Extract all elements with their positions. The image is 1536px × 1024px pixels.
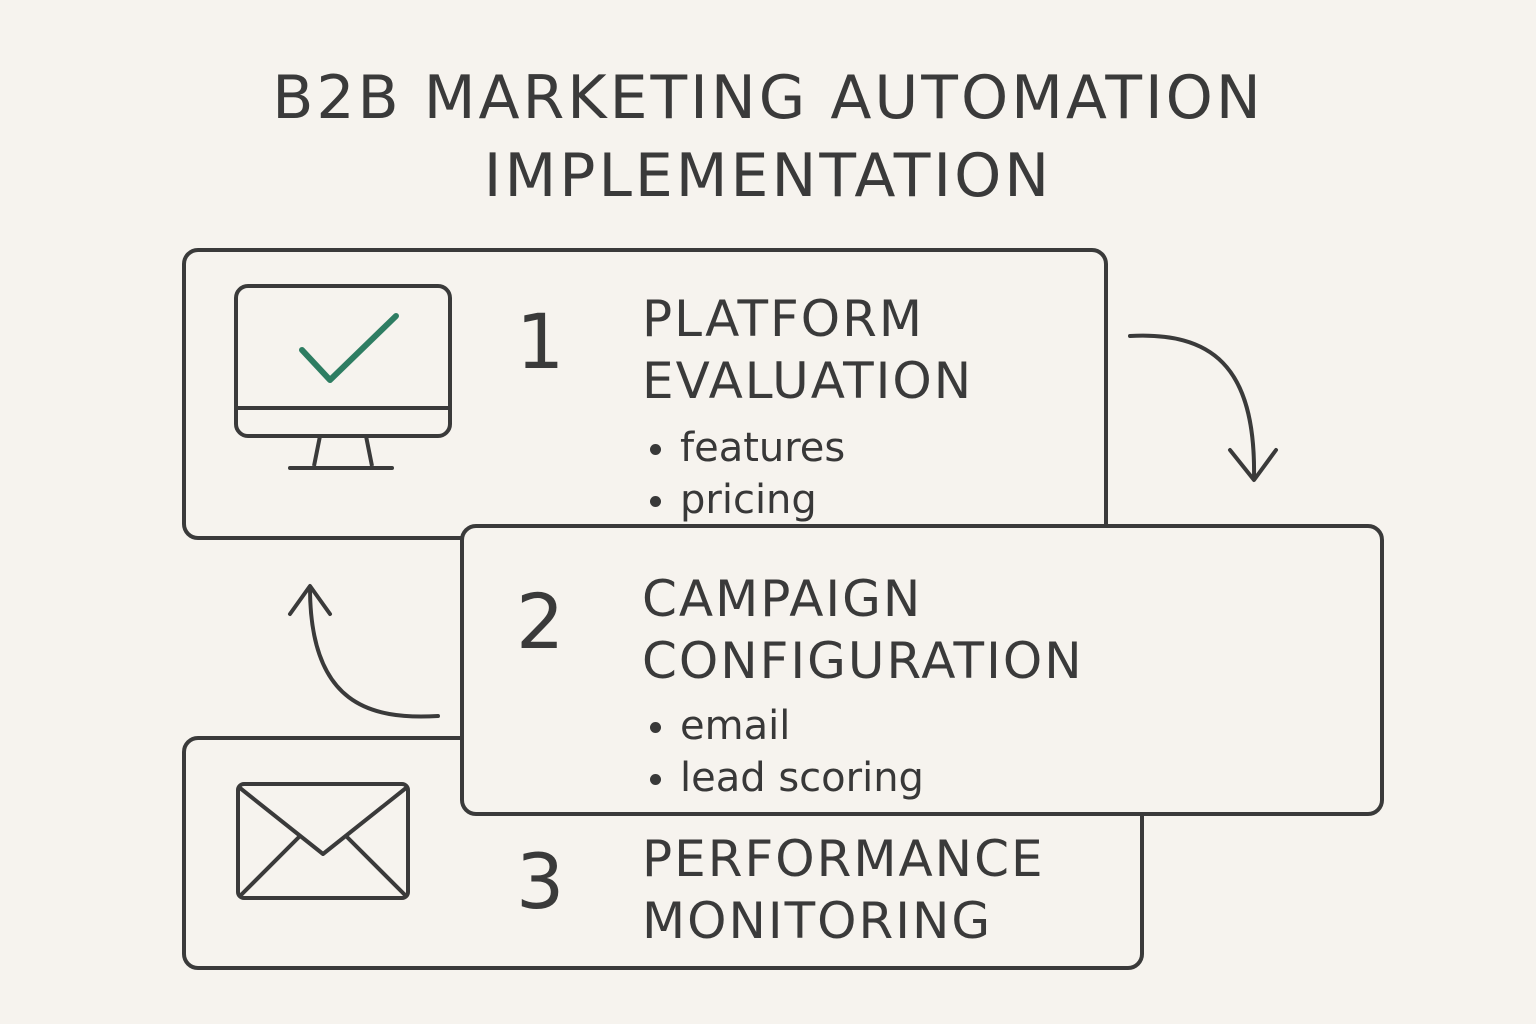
curved-arrow-up-icon	[288, 584, 440, 719]
diagram-title-line1: B2B MARKETING AUTOMATION	[272, 63, 1264, 133]
step-1-number: 1	[516, 297, 565, 386]
step-2-heading-line2: CONFIGURATION	[642, 632, 1084, 690]
list-item: features	[646, 422, 845, 474]
list-item: pricing	[646, 474, 845, 526]
curved-arrow-down-icon	[1128, 333, 1278, 482]
envelope-icon	[236, 782, 410, 900]
diagram-title-line2: IMPLEMENTATION	[483, 141, 1053, 211]
step-1-heading-line1: PLATFORM	[642, 290, 925, 348]
step-3-number: 3	[516, 837, 565, 926]
step-2-number: 2	[516, 577, 565, 666]
step-2-bullet-list: email lead scoring	[646, 700, 924, 804]
step-2-heading-line1: CAMPAIGN	[642, 570, 923, 628]
step-3-heading-line2: MONITORING	[642, 892, 993, 950]
step-1-heading-line2: EVALUATION	[642, 352, 974, 410]
step-2-card: 2 CAMPAIGN CONFIGURATION email lead scor…	[460, 524, 1384, 816]
monitor-checkmark-icon	[234, 284, 452, 470]
step-3-heading-line1: PERFORMANCE	[642, 830, 1045, 888]
list-item: lead scoring	[646, 752, 924, 804]
list-item: email	[646, 700, 924, 752]
step-1-card: 1 PLATFORM EVALUATION features pricing	[182, 248, 1108, 540]
step-1-bullet-list: features pricing	[646, 422, 845, 526]
